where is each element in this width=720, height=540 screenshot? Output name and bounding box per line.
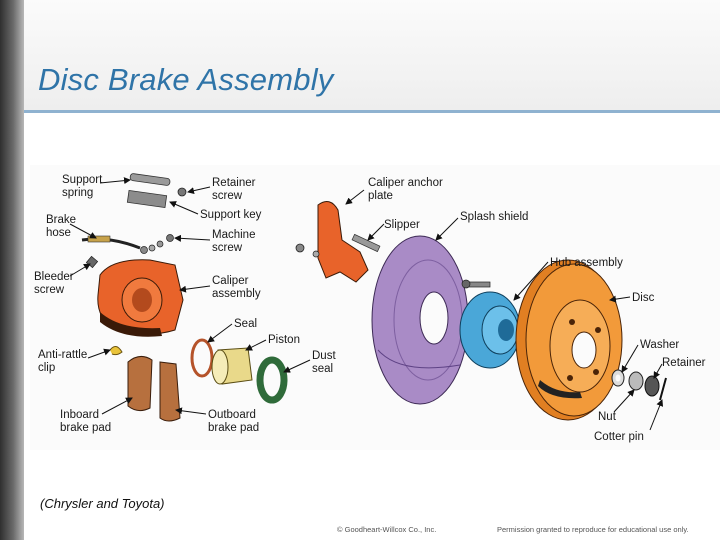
- retainer-screw-part: [177, 187, 187, 197]
- retainer-part: [644, 375, 660, 397]
- nut-part: [628, 371, 644, 391]
- label-piston: Piston: [268, 334, 300, 346]
- slide-title: Disc Brake Assembly: [38, 62, 334, 97]
- disc-part: [515, 259, 623, 421]
- piston-part: [211, 347, 253, 385]
- leader-lines: [69, 177, 664, 431]
- label-slipper: Slipper: [384, 219, 420, 231]
- hub-assembly-part: [459, 291, 521, 369]
- cotter-pin-part: [659, 377, 667, 401]
- label-disc: Disc: [632, 292, 655, 304]
- outboard-brake-pad-part: [159, 361, 181, 422]
- brake-hose-part: [81, 235, 156, 254]
- label-splash-shield: Splash shield: [460, 211, 528, 223]
- anti-rattle-clip-part: [109, 346, 123, 356]
- label-washer: Washer: [640, 339, 679, 351]
- seal-part: [190, 338, 214, 378]
- caliper-assembly-part: [97, 259, 184, 337]
- splash-shield-part: [371, 235, 469, 405]
- label-seal: Seal: [234, 318, 257, 330]
- inboard-brake-pad-part: [127, 356, 153, 412]
- washer-part: [611, 369, 625, 387]
- label-nut: Nut: [598, 411, 617, 423]
- machine-screw-part: [156, 234, 174, 248]
- label-support-key: Support key: [200, 209, 262, 221]
- label-hub-assembly: Hub assembly: [550, 257, 623, 269]
- bleeder-screw-part: [85, 255, 99, 269]
- support-spring-part: [129, 173, 171, 186]
- title-underline: [24, 110, 720, 113]
- side-gradient-bar: [0, 0, 24, 540]
- caliper-anchor-plate-part: [295, 200, 369, 283]
- dust-seal-part: [256, 356, 288, 404]
- label-cotter-pin: Cotter pin: [594, 431, 644, 443]
- header-band: [24, 0, 720, 110]
- image-credit: (Chrysler and Toyota): [40, 496, 165, 511]
- label-retainer: Retainer: [662, 357, 706, 369]
- hub-bolt-part: [461, 279, 491, 289]
- copyright-notice: © Goodheart-Willcox Co., Inc.: [337, 525, 437, 534]
- support-key-part: [126, 189, 168, 209]
- permission-notice: Permission granted to reproduce for educ…: [497, 525, 689, 534]
- slipper-part: [351, 233, 381, 253]
